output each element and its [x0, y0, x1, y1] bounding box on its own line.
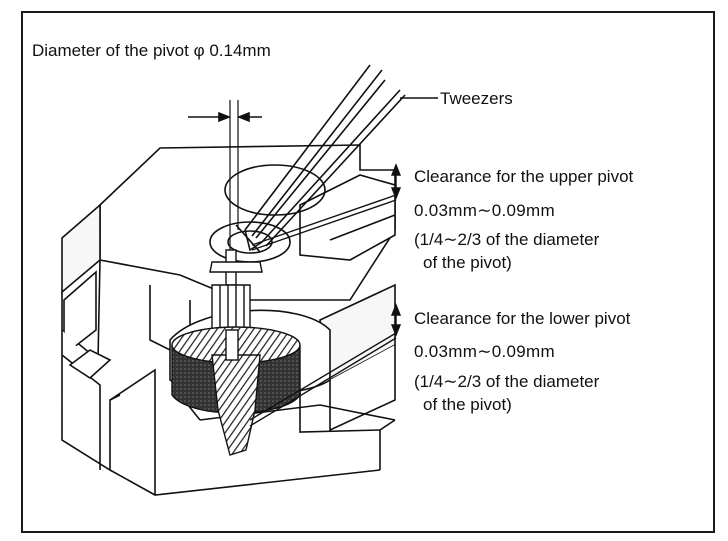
- lower-clearance-ratio-line1: (1/4∼2/3 of the diameter: [414, 372, 600, 391]
- diameter-dimension-arrows: [188, 111, 262, 123]
- lower-clearance-ratio-line2: of the pivot): [423, 395, 512, 414]
- tweezers: [235, 64, 406, 253]
- pivot-diameter-label: Diameter of the pivot φ 0.14mm: [32, 41, 271, 60]
- wheel: [171, 326, 301, 456]
- lower-clearance-title: Clearance for the lower pivot: [414, 309, 631, 328]
- leader-lines: [249, 97, 438, 427]
- tweezers-label: Tweezers: [440, 89, 513, 108]
- upper-clearance-range: 0.03mm∼0.09mm: [414, 201, 555, 220]
- lower-clearance-range: 0.03mm∼0.09mm: [414, 342, 555, 361]
- plate-body: [61, 144, 396, 496]
- upper-clearance-ratio-line2: of the pivot): [423, 253, 512, 272]
- pivot-axis-line: [229, 100, 239, 265]
- upper-clearance-title: Clearance for the upper pivot: [414, 167, 634, 186]
- upper-clearance-ratio-line1: (1/4∼2/3 of the diameter: [414, 230, 600, 249]
